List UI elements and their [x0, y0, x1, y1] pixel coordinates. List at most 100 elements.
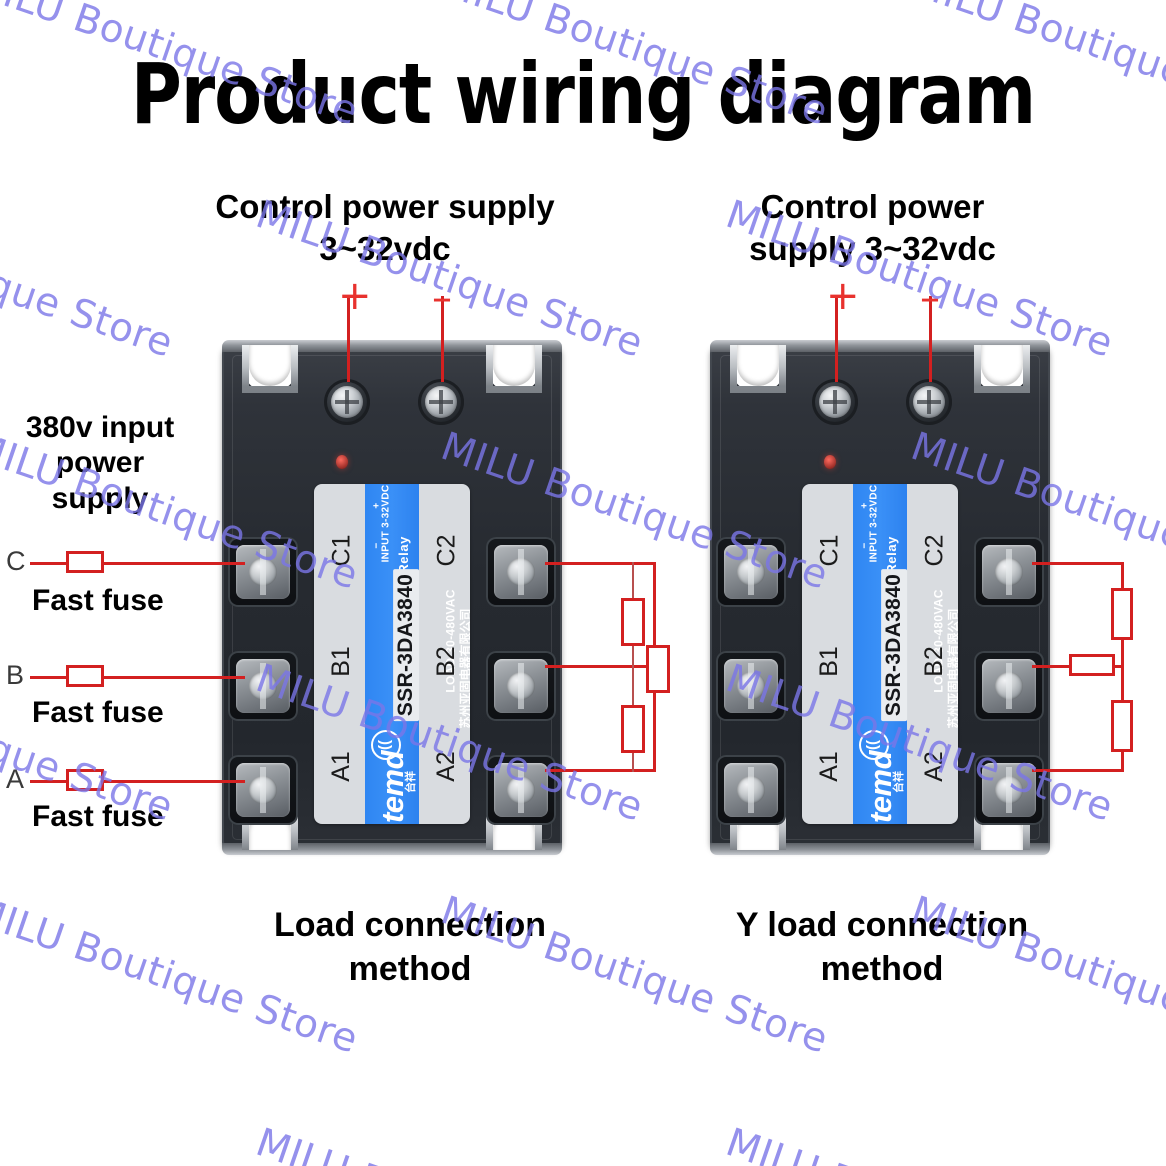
- terminal-name-b1: B1: [814, 646, 843, 677]
- delta-load-1: [621, 598, 645, 646]
- left-diagram-caption: Load connection method: [190, 903, 630, 991]
- left-caption-line1: Load connection: [274, 906, 546, 944]
- terminal-name-a2: A2: [431, 751, 460, 782]
- relay-output-terminal-names: C2 B2 A2: [907, 484, 958, 824]
- mounting-slot-top-left: [242, 345, 298, 393]
- power-terminal-c1[interactable]: [228, 537, 298, 607]
- left-control-wire-positive: [347, 296, 350, 382]
- terminal-name-c2: C2: [432, 534, 461, 567]
- phase-c-wire: [30, 562, 245, 565]
- control-terminal-negative[interactable]: [906, 379, 952, 425]
- page-title: Product wiring diagram: [130, 45, 1036, 143]
- relay-input-minus: −: [372, 542, 384, 549]
- relay-module-right: C1 B1 A1 INPUT 3-32VDC + − 3Phase Solid …: [710, 340, 1050, 855]
- right-control-supply-label: Control power supply 3~32vdc: [700, 186, 1045, 270]
- terminal-name-c2: C2: [920, 534, 949, 567]
- fast-fuse-c: [66, 551, 104, 573]
- relay-input-terminal-names: C1 B1 A1: [314, 484, 365, 824]
- left-plus-symbol: +: [338, 273, 372, 319]
- right-control-wire-positive: [835, 296, 838, 382]
- mounting-slot-top-right: [974, 345, 1030, 393]
- right-minus-symbol: –: [920, 275, 940, 321]
- control-terminal-negative[interactable]: [418, 379, 464, 425]
- power-terminal-b1[interactable]: [228, 651, 298, 721]
- phase-label-c: C: [6, 546, 26, 576]
- power-terminal-a1[interactable]: [716, 755, 786, 825]
- power-terminal-a2[interactable]: [974, 755, 1044, 825]
- delta-wire-a-bottom: [545, 769, 655, 772]
- input-supply-line2: power: [55, 446, 145, 480]
- phase-label-a: A: [6, 764, 25, 794]
- star-load-3: [1111, 700, 1133, 752]
- power-terminal-b2[interactable]: [974, 651, 1044, 721]
- relay-label-blue-band: INPUT 3-32VDC + − 3Phase Solid State Rel…: [853, 484, 958, 824]
- left-control-supply-line2: 3~32vdc: [319, 229, 451, 267]
- phase-b-wire: [30, 676, 245, 679]
- mounting-slot-top-left: [730, 345, 786, 393]
- left-caption-line2: method: [348, 950, 472, 989]
- phase-a-wire: [30, 780, 245, 783]
- power-terminal-c2[interactable]: [486, 537, 556, 607]
- power-terminal-b1[interactable]: [716, 651, 786, 721]
- control-terminal-positive[interactable]: [812, 379, 858, 425]
- status-led: [824, 455, 836, 469]
- star-load-2: [1069, 654, 1115, 676]
- watermark-text: MILU Boutique Store: [720, 1120, 1118, 1166]
- input-supply-label: 380v input power supply: [10, 410, 190, 516]
- relay-module-left: C1 B1 A1 INPUT 3-32VDC + − 3Phase Solid …: [222, 340, 562, 855]
- delta-wire-b-mid: [545, 665, 655, 668]
- relay-brand-cn: 台祥: [893, 771, 906, 793]
- left-control-supply-label: Control power supply 3~32vdc: [150, 186, 620, 270]
- relay-input-plus: +: [372, 502, 384, 509]
- delta-load-2: [646, 645, 670, 693]
- terminal-name-c1: C1: [815, 534, 844, 567]
- power-terminal-b2[interactable]: [486, 651, 556, 721]
- right-caption-line2: method: [820, 950, 944, 989]
- watermark-text: MILU Boutique Store: [250, 1120, 648, 1166]
- relay-input-terminal-names: C1 B1 A1: [802, 484, 853, 824]
- relay-chrome-bottom: [222, 843, 562, 855]
- star-load-1: [1111, 588, 1133, 640]
- relay-input-rating: INPUT 3-32VDC: [380, 484, 392, 563]
- power-terminal-a2[interactable]: [486, 755, 556, 825]
- mounting-slot-top-right: [486, 345, 542, 393]
- right-control-supply-line1: Control power: [760, 188, 985, 225]
- input-supply-line3: supply: [51, 481, 149, 515]
- delta-wire-left-bus: [632, 562, 634, 772]
- right-plus-symbol: +: [826, 273, 860, 319]
- relay-chrome-top: [222, 340, 562, 352]
- relay-model: SSR-3DA3840: [881, 568, 908, 722]
- star-common-node-bus: [1121, 562, 1124, 772]
- terminal-name-a2: A2: [919, 751, 948, 782]
- terminal-name-a1: A1: [326, 751, 355, 782]
- left-minus-symbol: –: [432, 275, 452, 321]
- star-wire-c: [1032, 562, 1124, 565]
- fast-fuse-a: [66, 769, 104, 791]
- terminal-name-c1: C1: [327, 534, 356, 567]
- power-terminal-a1[interactable]: [228, 755, 298, 825]
- relay-label-sticker: C1 B1 A1 INPUT 3-32VDC + − 3Phase Solid …: [314, 484, 470, 824]
- relay-input-minus: −: [860, 542, 872, 549]
- terminal-name-a1: A1: [814, 751, 843, 782]
- power-terminal-c1[interactable]: [716, 537, 786, 607]
- fast-fuse-label-c: Fast fuse: [32, 584, 164, 617]
- relay-input-plus: +: [860, 502, 872, 509]
- relay-brand-cn: 台祥: [405, 771, 418, 793]
- fast-fuse-label-b: Fast fuse: [32, 696, 164, 729]
- status-led: [336, 455, 348, 469]
- watermark-text: MILU Boutique Store: [0, 1120, 179, 1166]
- control-terminal-positive[interactable]: [324, 379, 370, 425]
- left-control-wire-negative: [441, 296, 444, 382]
- left-control-supply-line1: Control power supply: [215, 188, 555, 225]
- power-terminal-c2[interactable]: [974, 537, 1044, 607]
- right-diagram-caption: Y load connection method: [672, 903, 1092, 991]
- terminal-name-b1: B1: [326, 646, 355, 677]
- input-supply-line1: 380v input: [25, 411, 175, 444]
- relay-chrome-bottom: [710, 843, 1050, 855]
- relay-label-sticker: C1 B1 A1 INPUT 3-32VDC + − 3Phase Solid …: [802, 484, 958, 824]
- relay-label-blue-band: INPUT 3-32VDC + − 3Phase Solid State Rel…: [365, 484, 470, 824]
- delta-load-3: [621, 705, 645, 753]
- star-wire-a: [1032, 769, 1124, 772]
- phase-label-b: B: [6, 660, 25, 690]
